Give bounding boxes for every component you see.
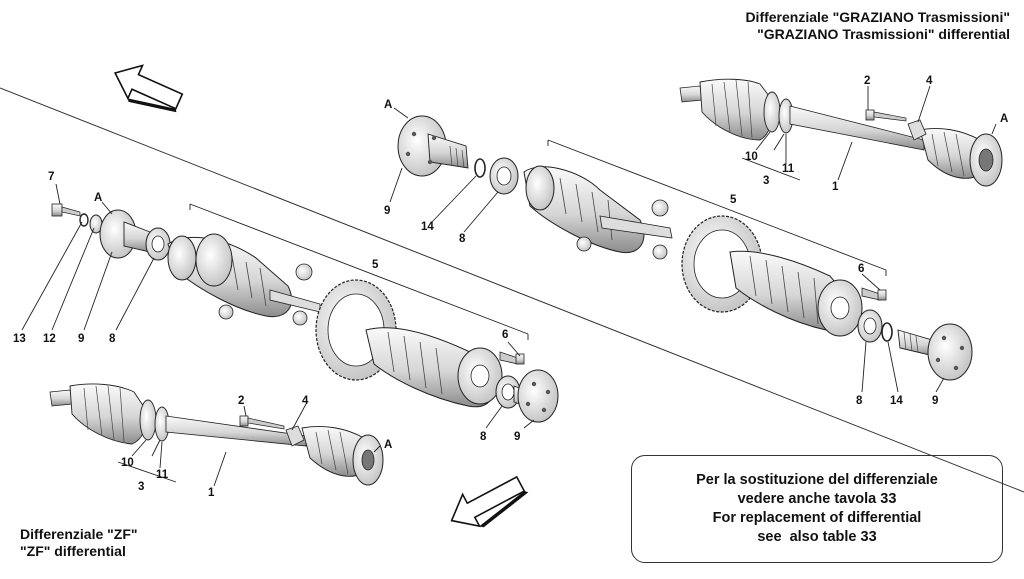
zf-differential-title: Differenziale "ZF" "ZF" differential: [20, 526, 138, 560]
bearing-icon: [857, 309, 883, 343]
bearing-icon: [145, 227, 171, 261]
callout-a: A: [384, 439, 392, 451]
note-line-3: For replacement of differential: [712, 510, 922, 526]
zf-title-italian: Differenziale "ZF": [20, 526, 138, 542]
seal-ring-icon: [474, 158, 486, 178]
callout-1: 1: [208, 487, 215, 499]
flange-icon: [897, 323, 973, 381]
note-line-1: Per la sostituzione del differenziale: [696, 472, 938, 488]
bolt-icon: [239, 415, 305, 447]
replacement-note-box: Per la sostituzione del differenziale ve…: [631, 455, 1003, 563]
callout-9: 9: [932, 395, 938, 407]
callout-10: 10: [121, 457, 134, 469]
callout-2: 2: [238, 395, 244, 407]
callout-9: 9: [514, 431, 520, 443]
flange-icon: [397, 115, 469, 177]
callout-6: 6: [858, 263, 864, 275]
callout-a: A: [1000, 113, 1008, 125]
callout-9: 9: [78, 333, 84, 345]
callout-7: 7: [48, 171, 54, 183]
callout-11: 11: [156, 469, 169, 481]
callout-11: 11: [782, 163, 795, 175]
section-divider-line: [0, 87, 1024, 493]
callout-1: 1: [832, 181, 839, 193]
callout-8: 8: [856, 395, 863, 407]
graziano-differential-title: Differenziale "GRAZIANO Trasmissioni" "G…: [745, 9, 1010, 43]
callout-8: 8: [109, 333, 116, 345]
callout-5: 5: [372, 259, 379, 271]
callout-9: 9: [384, 205, 390, 217]
axle-shaft-icon: [679, 78, 1003, 187]
callout-5: 5: [730, 194, 737, 206]
callout-3: 3: [763, 175, 769, 187]
seal-ring-icon: [881, 322, 893, 342]
direction-arrow-icon: [113, 64, 184, 113]
seal-ring-icon: [79, 213, 89, 227]
callout-14: 14: [421, 221, 434, 233]
differential-assembly-icon: [167, 233, 321, 326]
bolt-icon: [865, 109, 927, 141]
direction-arrow-icon: [450, 475, 529, 528]
graziano-title-italian: Differenziale "GRAZIANO Trasmissioni": [745, 9, 1010, 25]
differential-assembly-icon: [523, 165, 673, 260]
callout-13: 13: [13, 333, 26, 345]
callout-4: 4: [926, 75, 933, 87]
graziano-title-english: "GRAZIANO Trasmissioni" differential: [757, 26, 1010, 42]
note-line-4: see also table 33: [757, 529, 877, 545]
callout-12: 12: [43, 333, 56, 345]
callout-a: A: [94, 192, 102, 204]
bolt-icon: [51, 203, 81, 217]
bearing-icon: [489, 157, 519, 195]
axle-shaft-icon: [49, 383, 384, 486]
zf-title-english: "ZF" differential: [20, 543, 126, 559]
callout-3: 3: [138, 481, 144, 493]
differential-assembly-icon: [729, 250, 863, 337]
note-line-2: vedere anche tavola 33: [737, 491, 897, 507]
differential-assembly-icon: [365, 327, 503, 408]
callout-a: A: [384, 99, 392, 111]
flange-icon: [513, 369, 559, 423]
callout-8: 8: [480, 431, 487, 443]
callout-14: 14: [890, 395, 903, 407]
callout-4: 4: [302, 395, 309, 407]
bolt-icon: [861, 287, 887, 301]
callout-2: 2: [864, 75, 870, 87]
callout-6: 6: [502, 329, 508, 341]
flange-icon: [99, 209, 151, 259]
callout-10: 10: [745, 151, 758, 163]
bolt-icon: [499, 351, 525, 365]
callout-8: 8: [459, 233, 466, 245]
